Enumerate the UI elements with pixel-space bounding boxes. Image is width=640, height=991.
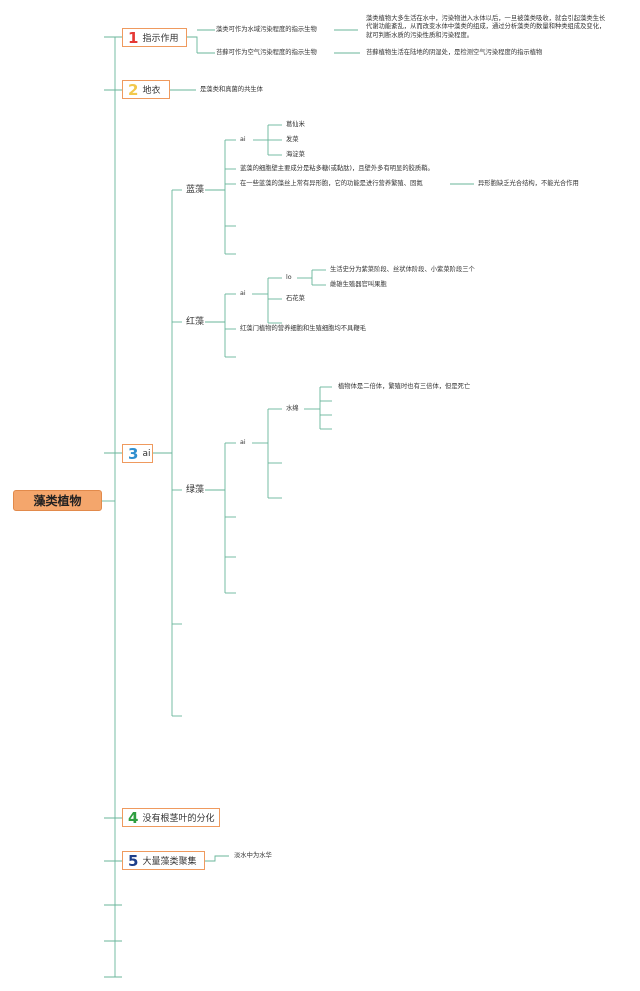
green-algae-node[interactable]: 绿藻 <box>186 485 205 495</box>
green-algae-ai-node[interactable]: ai <box>240 439 246 446</box>
red-algae-node[interactable]: 红藻 <box>186 317 205 327</box>
red-algae-shihuacai[interactable]: 石花菜 <box>286 295 305 302</box>
lichen-description[interactable]: 是藻类和真菌的共生体 <box>200 86 263 93</box>
branch-label: 地衣 <box>142 86 161 96</box>
cyanobacteria-item[interactable]: 海淀菜 <box>286 151 305 158</box>
root-node[interactable]: 藻类植物 <box>13 490 102 511</box>
branch-number: 2 <box>128 80 139 99</box>
cyanobacteria-ai-node[interactable]: ai <box>240 136 246 143</box>
branch-number: 5 <box>128 851 139 870</box>
heterocyst-note[interactable]: 异形胞缺乏光合结构，不能光合作用 <box>478 180 579 187</box>
red-algae-life-cycle[interactable]: 生活史分为紫菜阶段、丝状体阶段、小紫菜阶段三个 <box>330 266 475 273</box>
cyanobacteria-item[interactable]: 葛仙米 <box>286 121 305 128</box>
red-algae-ai-node[interactable]: ai <box>240 290 246 297</box>
red-algae-reproductive-organ[interactable]: 雌雄生殖器官叫果胞 <box>330 281 387 288</box>
red-algae-note[interactable]: 红藻门植物的营养细胞和生殖细胞均不具鞭毛 <box>240 325 366 332</box>
spirogyra-description[interactable]: 植物体是二倍体，繁殖时也有三倍体，但是死亡 <box>338 383 471 390</box>
water-indicator-node[interactable]: 藻类可作为水域污染程度的指示生物 <box>216 26 317 33</box>
branch-number: 3 <box>128 444 139 463</box>
branch-label: ai <box>142 448 151 459</box>
branch-number: 1 <box>128 28 139 47</box>
branch-label: 没有根茎叶的分化 <box>142 814 215 824</box>
red-algae-lo-node[interactable]: lo <box>286 274 292 281</box>
algae-bloom-description[interactable]: 淡水中为水华 <box>234 852 272 859</box>
cyanobacteria-cell-wall[interactable]: 蓝藻的细胞壁主要成分是粘多糖(或黏肽)，且壁外多有明显的胶质鞘。 <box>240 165 434 172</box>
branch-3-ai[interactable]: 3 ai <box>122 444 153 463</box>
air-indicator-node[interactable]: 苔藓可作为空气污染程度的指示生物 <box>216 49 317 56</box>
branch-5-algae-bloom[interactable]: 5 大量藻类聚集 <box>122 851 205 870</box>
branch-label: 指示作用 <box>142 34 179 44</box>
cyanobacteria-node[interactable]: 蓝藻 <box>186 185 205 195</box>
branch-1-indicator[interactable]: 1 指示作用 <box>122 28 187 47</box>
cyanobacteria-heterocyst[interactable]: 在一些蓝藻的藻丝上常有异形胞，它的功能是进行营养繁殖、固氮 <box>240 180 423 187</box>
branch-label: 大量藻类聚集 <box>142 857 197 867</box>
branch-4-no-root-stem-leaf[interactable]: 4 没有根茎叶的分化 <box>122 808 220 827</box>
spirogyra-node[interactable]: 水绵 <box>286 405 299 412</box>
air-indicator-description[interactable]: 苔藓植物生活在陆地的阴湿处，是检测空气污染程度的指示植物 <box>366 49 543 56</box>
cyanobacteria-item[interactable]: 发菜 <box>286 136 299 143</box>
water-indicator-description[interactable]: 藻类植物大多生活在水中，污染物进入水体以后，一旦被藻类吸收，就会引起藻类生长代谢… <box>366 15 606 39</box>
branch-2-lichen[interactable]: 2 地衣 <box>122 80 170 99</box>
branch-number: 4 <box>128 808 139 827</box>
